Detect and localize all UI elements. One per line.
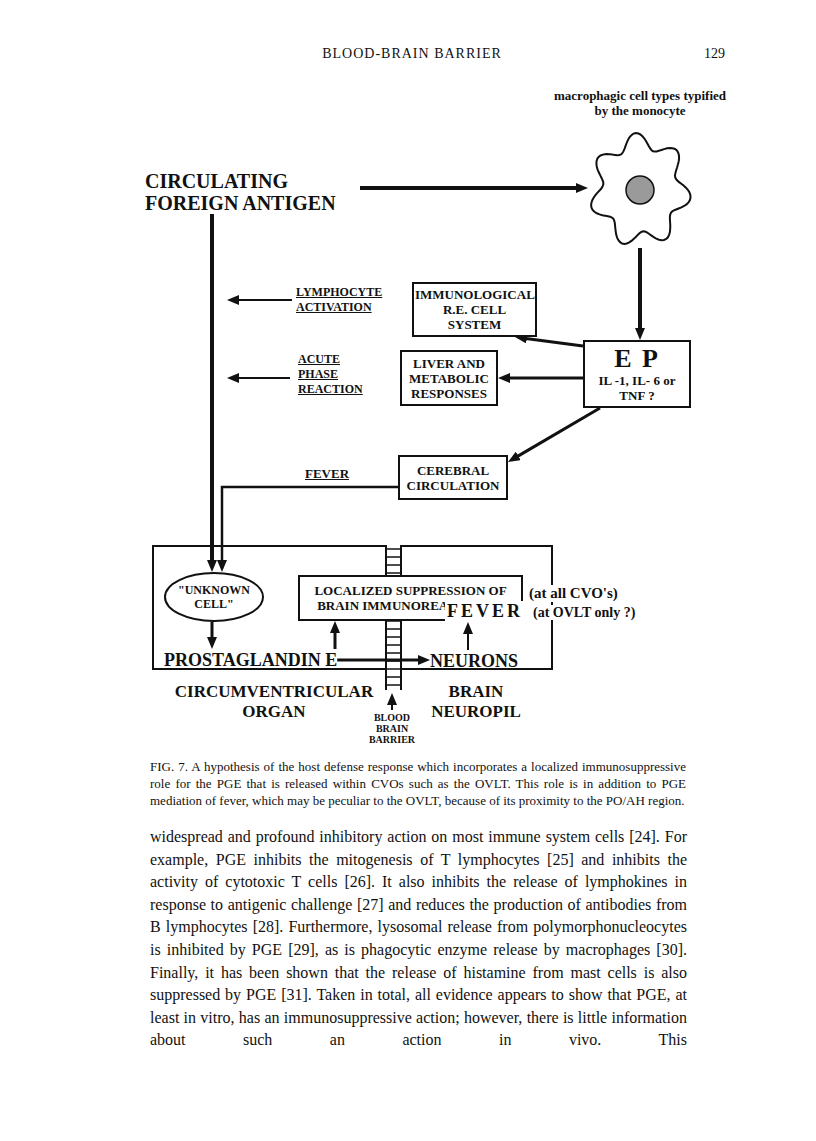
mediator-box: E PIL -1, IL- 6 or TNF ?: [583, 340, 691, 408]
arrow-connector: [360, 186, 577, 190]
arrow-connector: [337, 659, 419, 662]
running-head: BLOOD-BRAIN BARRIER: [262, 46, 562, 62]
edge-label: FEVER: [303, 466, 351, 482]
node-text: CEREBRAL CIRCULATION: [405, 463, 501, 493]
arrow-connector: [210, 214, 214, 561]
cell-membrane: [591, 133, 690, 244]
arrow-connector: [638, 248, 642, 329]
node-text: IL -1, IL- 6 or TNF ?: [590, 373, 684, 403]
barrier-label: BLOOD BRAIN BARRIER: [364, 712, 420, 745]
process-box: LIVER AND METABOLIC RESPONSES: [400, 350, 498, 406]
neurons-node: NEURONS: [430, 650, 518, 672]
cell-outline: [165, 573, 263, 621]
node-text: FEVER: [445, 601, 525, 621]
node-text: macrophagic cell types typified by the m…: [548, 88, 732, 118]
barrier-pointer: [391, 704, 393, 710]
neuropil-region: BRAIN NEUROPILFEVER(at OVLT only ?)NEURO…: [401, 545, 553, 670]
outcome-arrow: [238, 299, 292, 301]
location-note: (at all CVO's): [527, 585, 620, 602]
outcome-label: ACUTE PHASE REACTION: [298, 352, 372, 397]
process-box: IMMUNOLOGICAL R.E. CELL SYSTEM: [412, 282, 537, 337]
outcome-label: LYMPHOCYTE ACTIVATION: [296, 285, 388, 315]
cell-outline: [588, 132, 692, 248]
node-text: PROSTAGLANDIN E: [164, 649, 337, 671]
arrow-connector: [526, 338, 583, 346]
page-number: 129: [704, 46, 725, 62]
macrophage-cell: macrophagic cell types typified by the m…: [588, 132, 692, 248]
node-text: LIVER AND METABOLIC RESPONSES: [407, 356, 491, 401]
mediator-label-node: PROSTAGLANDIN E: [164, 649, 337, 671]
node-text: BRAIN NEUROPIL: [421, 682, 531, 722]
cell-nucleus: [626, 176, 654, 204]
arrow-connector: [211, 622, 214, 638]
node-text: IMMUNOLOGICAL R.E. CELL SYSTEM: [415, 287, 534, 332]
cell-ellipse: "UNKNOWN CELL": [164, 572, 264, 622]
arrow-connector: [509, 377, 583, 380]
node-text: CIRCULATING FOREIGN ANTIGEN: [145, 170, 360, 214]
arrow-connector: [467, 633, 469, 650]
node-text: E P: [614, 345, 660, 373]
body-text: widespread and profound inhibitory actio…: [150, 826, 687, 1052]
process-box: CEREBRAL CIRCULATION: [398, 455, 508, 500]
node-text: (at OVLT only ?): [531, 605, 637, 620]
antigen-label-node: CIRCULATING FOREIGN ANTIGEN: [145, 170, 360, 214]
outcome-arrow: [238, 377, 290, 379]
arrow-connector: [334, 632, 337, 649]
fever-outcome-node: FEVER (at OVLT only ?): [445, 601, 637, 622]
node-text: CIRCUMVENTRICULAR ORGAN: [154, 682, 394, 722]
arrow-connector: [222, 487, 398, 561]
node-text: "UNKNOWN CELL": [164, 572, 264, 622]
figure-caption: FIG. 7. A hypothesis of the host defense…: [150, 758, 686, 809]
node-text: NEURONS: [430, 650, 518, 672]
arrow-connector: [518, 408, 601, 456]
